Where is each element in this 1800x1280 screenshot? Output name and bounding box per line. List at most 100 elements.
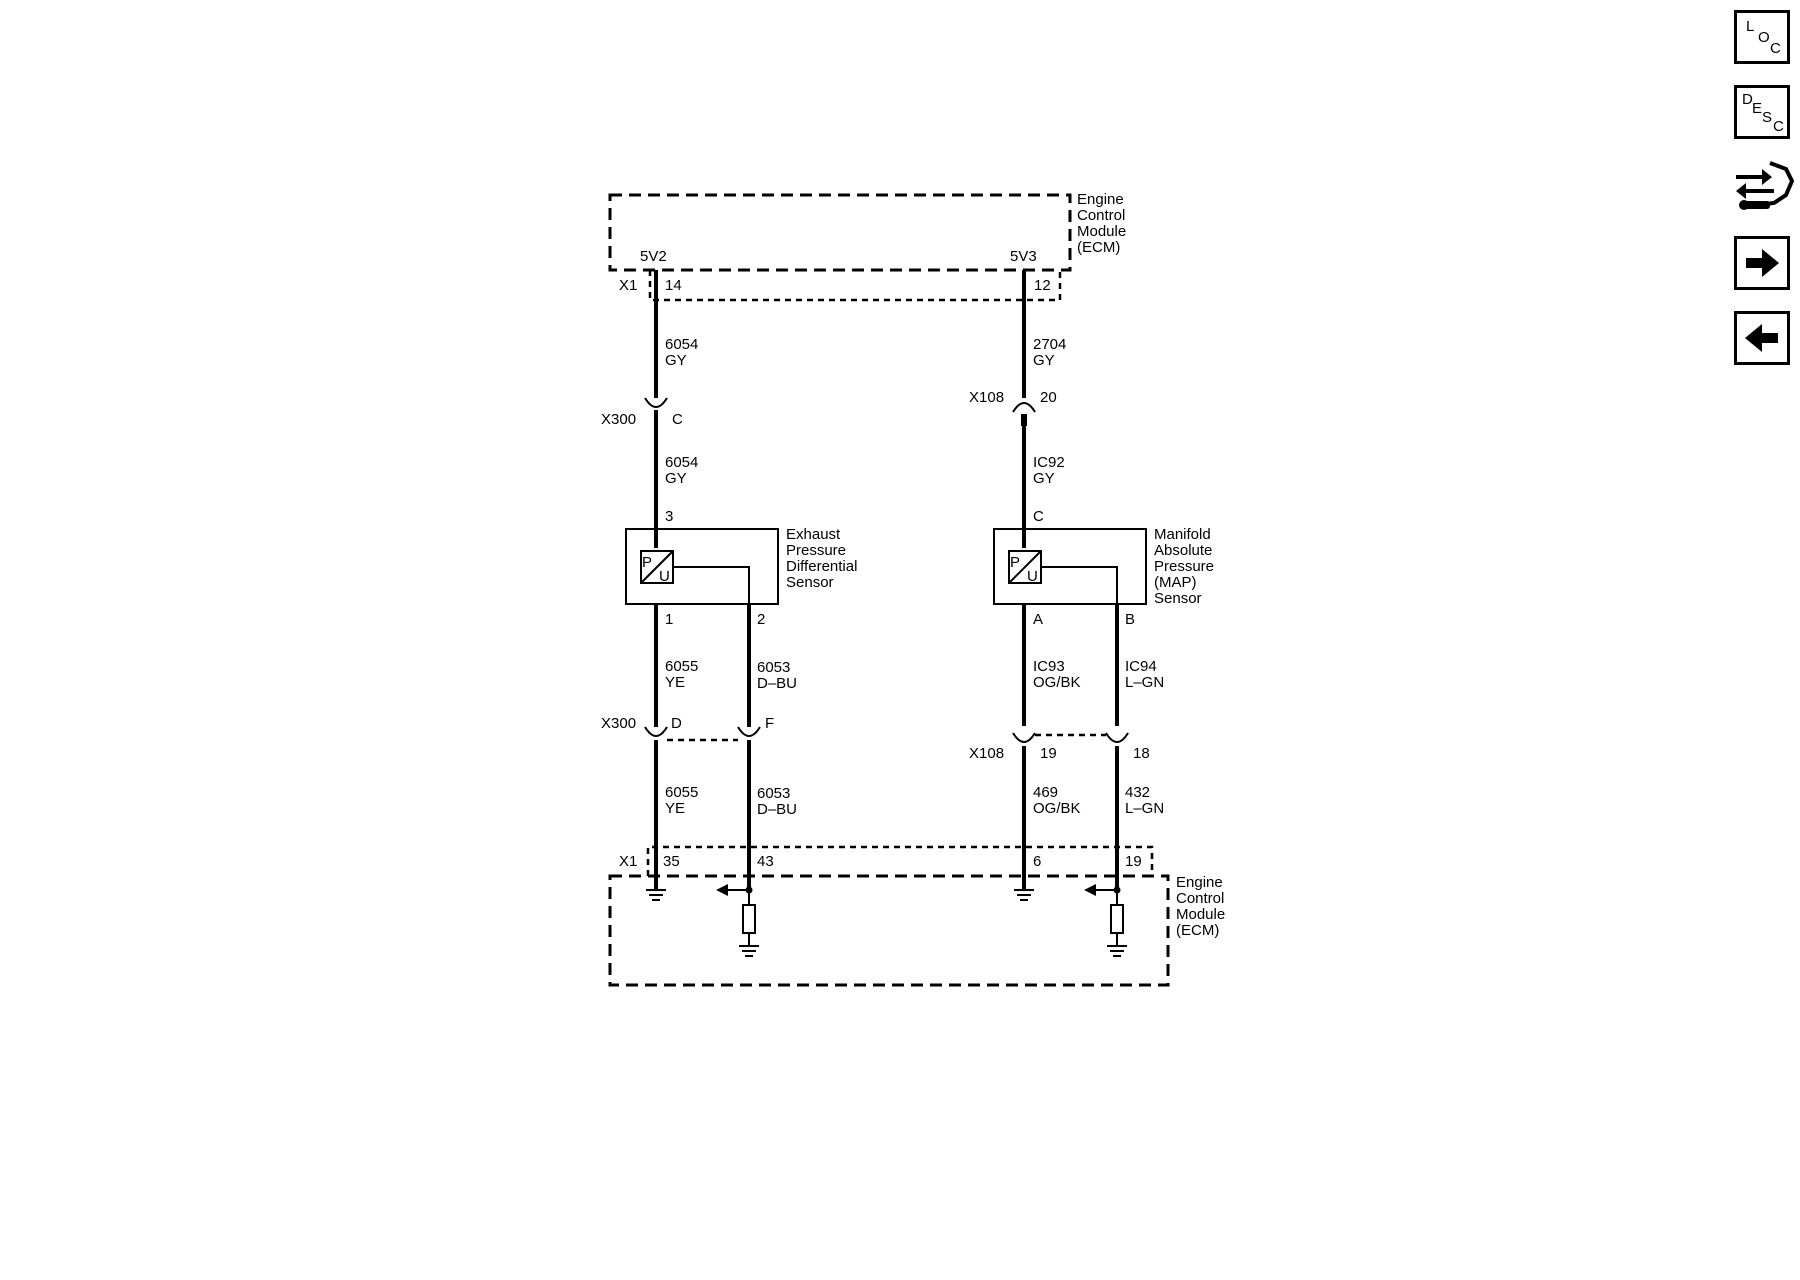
connector-x108-top-name: X108 <box>969 389 1004 406</box>
map-sensor-label-line: (MAP) <box>1154 574 1197 591</box>
ecm-bottom-box <box>608 874 1170 987</box>
wire-6054-lower-color: GY <box>665 470 687 487</box>
resistor-icon <box>1110 890 1124 946</box>
arrow-left-icon <box>1745 324 1778 352</box>
ecm-bottom-connector-name: X1 <box>619 853 637 870</box>
arrow-right-icon <box>1746 249 1779 277</box>
wire-6053-lower-color: D–BU <box>757 801 797 818</box>
map-sensor-pin-b: B <box>1125 611 1135 628</box>
ecm-bottom-label: Engine Control Module (ECM) <box>1176 874 1225 939</box>
wire-469-color: OG/BK <box>1033 800 1081 817</box>
map-sensor-label: Manifold Absolute Pressure (MAP) Sensor <box>1154 526 1214 607</box>
connector-x300-top-name: X300 <box>601 411 636 428</box>
wire-2704-color: GY <box>1033 352 1055 369</box>
ground-icon <box>646 889 666 901</box>
ecm-cavity-6: 6 <box>1033 853 1041 870</box>
map-sensor-pin-c: C <box>1033 508 1044 525</box>
wire-ic93-number: IC93 <box>1033 658 1065 675</box>
resistor-icon <box>742 890 756 946</box>
ecm-top-label: Engine Control Module (ECM) <box>1077 191 1126 256</box>
connector-x300-top-cavity: C <box>672 411 683 428</box>
ground-icon <box>1107 945 1127 957</box>
wire-ic92-number: IC92 <box>1033 454 1065 471</box>
wire-6054-upper-number: 6054 <box>665 336 698 353</box>
pressure-transducer-icon: P U <box>1008 550 1042 585</box>
connector-tool-button[interactable] <box>1730 155 1795 219</box>
exhaust-sensor-label-line: Exhaust <box>786 526 841 543</box>
map-sensor-label-line: Pressure <box>1154 558 1214 575</box>
transducer-p-label: P <box>1010 554 1020 571</box>
exhaust-sensor-pin-3: 3 <box>665 508 673 525</box>
exhaust-sensor-label-line: Pressure <box>786 542 846 559</box>
ground-icon <box>1014 889 1034 901</box>
exhaust-sensor-label-line: Differential <box>786 558 857 575</box>
forward-button[interactable] <box>1734 236 1790 290</box>
ecm-cavity-14: 14 <box>665 277 682 294</box>
pin-5v3-label: 5V3 <box>1010 248 1037 265</box>
connector-x300-cavity-d: D <box>671 715 682 732</box>
map-sensor-pin-a: A <box>1033 611 1043 628</box>
transducer-u-label: U <box>1027 568 1038 585</box>
ecm-top-label-line: Module <box>1077 223 1126 240</box>
ecm-top-connector-outline <box>648 270 1062 302</box>
loc-button[interactable]: L O C <box>1734 10 1790 64</box>
connector-x108-top[interactable] <box>1012 402 1036 426</box>
pin-5v2-label: 5V2 <box>640 248 667 265</box>
connector-x300-bottom[interactable] <box>644 726 761 750</box>
exhaust-sensor-label: Exhaust Pressure Differential Sensor <box>786 526 857 591</box>
wire-ic94-number: IC94 <box>1125 658 1157 675</box>
wire-469-number: 469 <box>1033 784 1058 801</box>
connector-tool-icon <box>1736 161 1795 210</box>
wire-ic94-color: L–GN <box>1125 674 1164 691</box>
wire-6054-lower-number: 6054 <box>665 454 698 471</box>
wire-6055-lower-number: 6055 <box>665 784 698 801</box>
ground-icon <box>739 945 759 957</box>
ecm-bottom-connector-outline <box>646 845 1154 876</box>
connector-x108-bottom[interactable] <box>1012 732 1129 756</box>
wire-432-number: 432 <box>1125 784 1150 801</box>
ecm-bottom-label-line: (ECM) <box>1176 922 1219 939</box>
wire-6055-lower-color: YE <box>665 800 685 817</box>
desc-button[interactable]: D E S C <box>1734 85 1790 139</box>
wire-6054-upper-color: GY <box>665 352 687 369</box>
loc-letter: C <box>1770 40 1781 57</box>
wire-6053-upper-number: 6053 <box>757 659 790 676</box>
connector-x108-cavity-18: 18 <box>1133 745 1150 762</box>
ecm-top-label-line: Control <box>1077 207 1125 224</box>
connector-x108-cavity-19: 19 <box>1040 745 1057 762</box>
wire-6055-upper-number: 6055 <box>665 658 698 675</box>
transducer-p-label: P <box>642 554 652 571</box>
desc-letter: C <box>1773 118 1784 135</box>
loc-letter: L <box>1746 18 1755 35</box>
desc-letter: S <box>1762 109 1773 126</box>
back-button[interactable] <box>1734 311 1790 365</box>
ecm-cavity-43: 43 <box>757 853 774 870</box>
wire-6053-upper-color: D–BU <box>757 675 797 692</box>
wire-432-color: L–GN <box>1125 800 1164 817</box>
connector-x108-top-cavity: 20 <box>1040 389 1057 406</box>
ecm-top-label-line: Engine <box>1077 191 1124 208</box>
map-sensor[interactable] <box>993 528 1147 605</box>
map-sensor-label-line: Sensor <box>1154 590 1202 607</box>
connector-x300-cavity-f: F <box>765 715 774 732</box>
connector-x108-bottom-name: X108 <box>969 745 1004 762</box>
ecm-top-connector-name: X1 <box>619 277 637 294</box>
exhaust-pressure-sensor[interactable] <box>625 528 779 605</box>
ecm-top-label-line: (ECM) <box>1077 239 1120 256</box>
ecm-top-box <box>608 193 1072 272</box>
exhaust-sensor-pin-2: 2 <box>757 611 765 628</box>
wire-ic92-color: GY <box>1033 470 1055 487</box>
ecm-bottom-label-line: Module <box>1176 906 1225 923</box>
wire-6053-lower-number: 6053 <box>757 785 790 802</box>
connector-x300-bottom-name: X300 <box>601 715 636 732</box>
wire-ic93-color: OG/BK <box>1033 674 1081 691</box>
desc-letter: E <box>1752 100 1763 117</box>
ecm-bottom-label-line: Engine <box>1176 874 1223 891</box>
exhaust-sensor-label-line: Sensor <box>786 574 834 591</box>
connector-x300-top[interactable] <box>644 397 668 420</box>
map-sensor-label-line: Manifold <box>1154 526 1211 543</box>
map-sensor-internal-wire <box>1041 566 1118 604</box>
wire-2704-number: 2704 <box>1033 336 1066 353</box>
ecm-cavity-35: 35 <box>663 853 680 870</box>
